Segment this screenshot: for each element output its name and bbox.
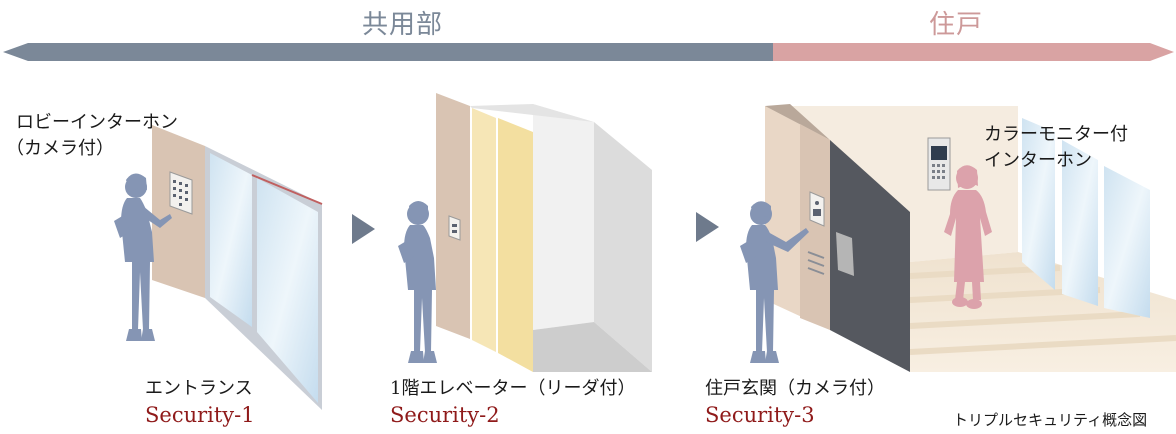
elevator-door-left — [472, 108, 496, 352]
unit-door-camera — [809, 191, 825, 227]
entrance-door-edge — [251, 174, 323, 205]
figure-caption: トリプルセキュリティ概念図 — [953, 411, 1148, 429]
corridor-glass-1 — [1022, 118, 1055, 290]
zone-bar-private — [773, 43, 1174, 61]
elevator-car-side — [594, 122, 652, 372]
resident-silhouette-1 — [114, 173, 172, 341]
lobby-intercom-panel — [169, 171, 193, 215]
elevator-car-floor — [533, 322, 652, 372]
corridor-glass-2 — [1062, 140, 1098, 306]
unit-door-handle — [836, 232, 854, 276]
unit-door-frame — [800, 124, 830, 330]
step-arrow-2 — [696, 212, 719, 242]
stage-2-caption: 1階エレベーター（リーダ付） — [390, 378, 636, 399]
elevator-illustration — [398, 93, 652, 372]
stage-1-security-label: Security-1 — [145, 403, 255, 427]
stage-3-caption: 住戸玄関（カメラ付） — [705, 378, 885, 399]
unit-door — [830, 140, 910, 372]
zone-label-common: 共用部 — [362, 10, 444, 40]
entrance-glass-left — [210, 153, 252, 327]
lobby-intercom-callout-line1: ロビーインターホン — [16, 112, 178, 133]
zone-label-private: 住戸 — [929, 10, 984, 40]
resident-silhouette-3 — [740, 201, 809, 363]
entrance-wall — [152, 125, 205, 298]
entrance-glass-right — [257, 178, 318, 403]
monitor-intercom-callout-line2: インターホン — [984, 150, 1092, 171]
stage-2-security-label: Security-2 — [390, 403, 500, 427]
zone-bar-common — [3, 43, 773, 61]
elevator-card-reader — [448, 215, 461, 241]
lobby-intercom-callout-line2: （カメラ付） — [6, 138, 114, 159]
color-monitor-intercom — [927, 137, 951, 191]
elevator-door-right — [498, 118, 533, 372]
resident-silhouette-2 — [398, 201, 437, 363]
elevator-wall — [436, 93, 470, 339]
unit-entrance-illustration — [740, 104, 1176, 372]
family-member-silhouette — [944, 165, 992, 309]
stage-3-security-label: Security-3 — [705, 403, 815, 427]
stage-1-caption: エントランス — [145, 378, 253, 399]
elevator-car-top — [470, 104, 594, 122]
entrance-illustration — [114, 125, 323, 410]
zone-bar — [3, 43, 1174, 61]
monitor-intercom-callout-line1: カラーモニター付 — [984, 124, 1128, 145]
step-arrow-1 — [352, 214, 375, 244]
corridor-glass-3 — [1104, 166, 1150, 318]
elevator-car-back — [533, 104, 594, 330]
